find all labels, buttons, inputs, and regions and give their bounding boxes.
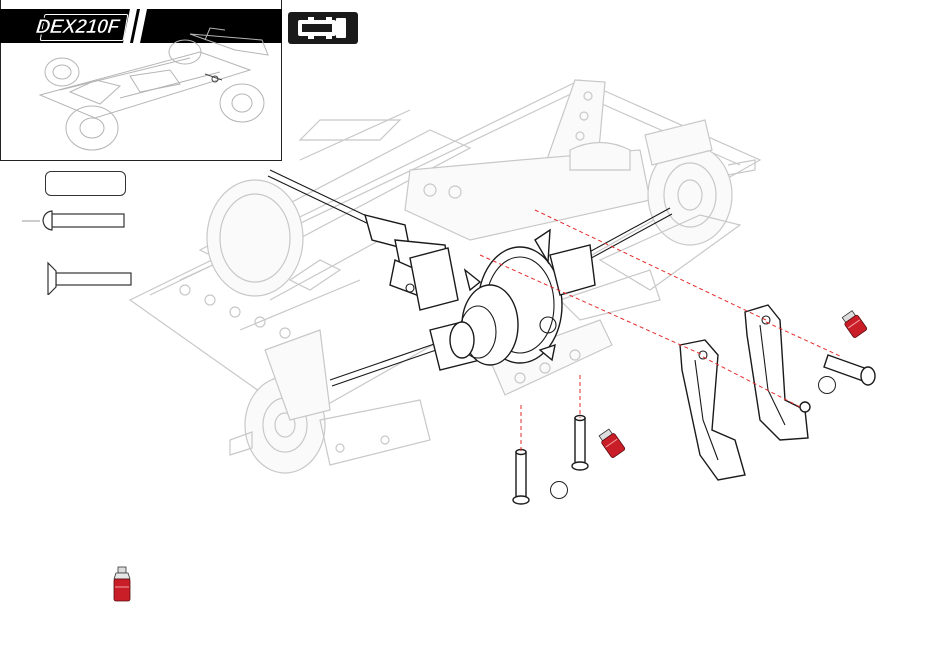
hinge-pin-left [513, 450, 529, 505]
hinge-pin-right [572, 416, 588, 471]
rear-chassis-brace-left [680, 340, 745, 480]
spare-wheel [207, 180, 303, 296]
rear-chassis-brace-right [745, 305, 810, 440]
rear-shock-tower [405, 80, 650, 240]
callout-circle [550, 481, 568, 499]
thread-lock-bottle-icon [108, 565, 136, 605]
thread-lock-bottle-icon [594, 425, 634, 465]
callout-circle [818, 376, 836, 394]
left-wheel-hub [230, 320, 612, 473]
thread-lock-bottle-icon [838, 307, 874, 343]
